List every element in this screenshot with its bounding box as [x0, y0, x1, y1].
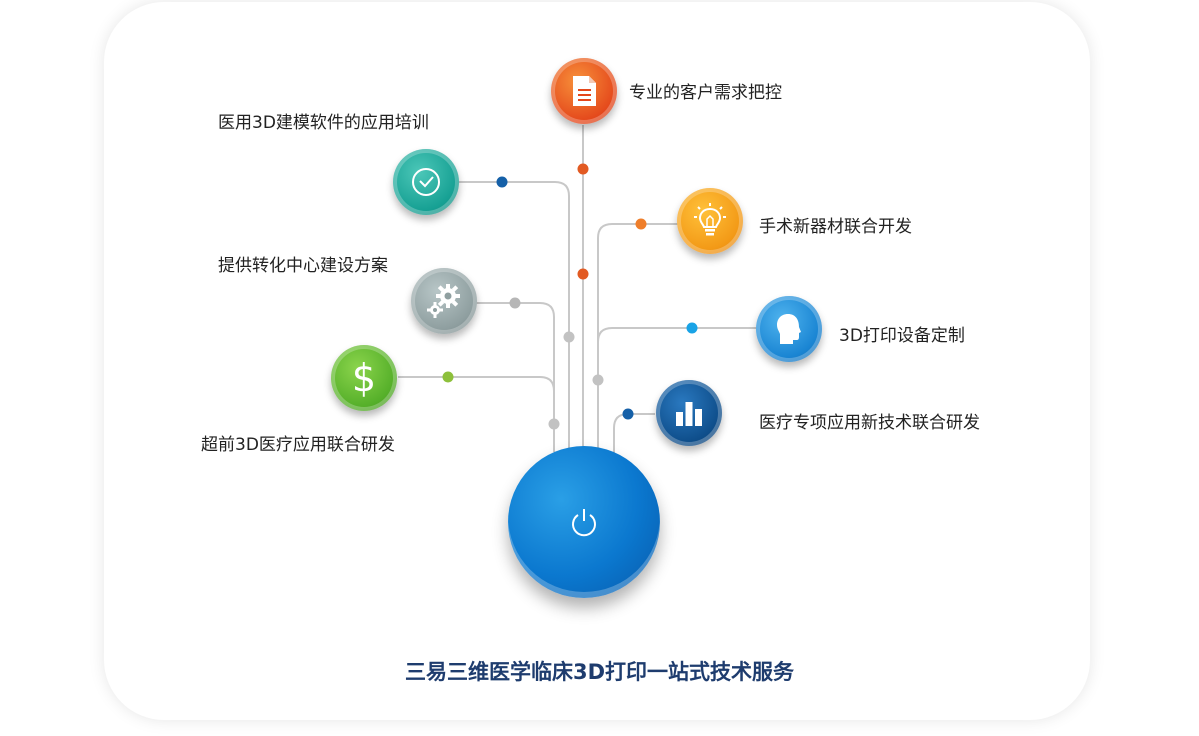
dot-clock [496, 176, 508, 188]
dot-chart [622, 408, 634, 420]
connector-clock [458, 181, 570, 450]
gears-icon [427, 284, 460, 318]
label-software-training: 医用3D建模软件的应用培训 [218, 113, 429, 133]
node-new-technology-research [656, 380, 722, 446]
label-instrument-development: 手术新器材联合开发 [759, 217, 912, 237]
connector-head [597, 327, 757, 380]
node-advanced-research: $ [331, 345, 397, 411]
diagram-title: 三易三维医学临床3D打印一站式技术服务 [404, 660, 795, 684]
label-customer-demand: 专业的客户需求把控 [629, 83, 782, 103]
label-advanced-research: 超前3D医疗应用联合研发 [201, 435, 395, 455]
label-printer-customization: 3D打印设备定制 [839, 326, 965, 346]
node-printer-customization [756, 296, 822, 362]
node-customer-demand [551, 58, 617, 124]
lightbulb-icon [694, 203, 726, 236]
head-icon [777, 314, 801, 344]
dot-lightbulb [635, 218, 647, 230]
connector-chart [613, 413, 655, 456]
dot-mid-1 [563, 331, 575, 343]
dot-gears [509, 297, 521, 309]
dot-mid-2 [592, 374, 604, 386]
dollar-icon: $ [351, 356, 377, 400]
connector-gears [476, 302, 555, 452]
node-software-training [393, 149, 459, 215]
node-transformation-center [411, 268, 477, 334]
power-icon [572, 509, 596, 537]
node-instrument-development [677, 188, 743, 254]
bar-chart-icon [676, 402, 702, 426]
connector-dollar [398, 376, 555, 425]
dot-head [686, 322, 698, 334]
label-transformation-center: 提供转化中心建设方案 [218, 256, 388, 276]
connector-lightbulb [597, 223, 678, 452]
clock-icon [412, 168, 440, 196]
dot-mid-3 [548, 418, 560, 430]
document-icon [573, 76, 596, 106]
dot-dollar [442, 371, 454, 383]
dot-top-1 [577, 163, 589, 175]
label-new-technology-research: 医疗专项应用新技术联合研发 [759, 413, 980, 433]
power-button[interactable] [508, 446, 660, 598]
dot-top-2 [577, 268, 589, 280]
